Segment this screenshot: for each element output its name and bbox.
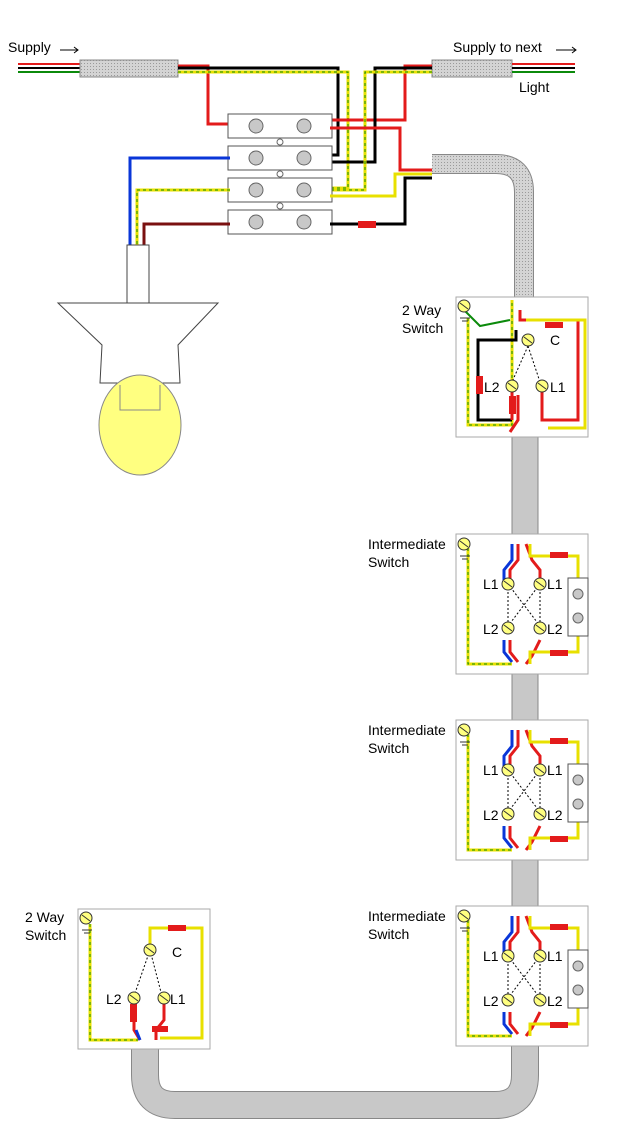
intermediate-switch-2: L1 L1 L2 L2 bbox=[455, 719, 589, 861]
terminal-l1-left: L1 bbox=[483, 576, 499, 592]
terminal-l2-left: L2 bbox=[483, 993, 499, 1009]
earth-terminal-icon bbox=[457, 299, 471, 313]
intermediate-3-label-line1: Intermediate bbox=[368, 908, 446, 924]
switch-drop-wires bbox=[330, 126, 432, 228]
cable-bottom-loop bbox=[131, 1040, 539, 1119]
intermediate-2-label-line2: Switch bbox=[368, 740, 409, 756]
terminal-l2-right: L2 bbox=[547, 621, 563, 637]
supply-next-arrow-icon bbox=[556, 46, 577, 54]
terminal-l2-label: L2 bbox=[484, 379, 500, 395]
terminal-l1-left: L1 bbox=[483, 762, 499, 778]
cable-segment-2 bbox=[511, 667, 539, 727]
terminal-l1-right: L1 bbox=[547, 948, 563, 964]
terminal-l2-right: L2 bbox=[547, 807, 563, 823]
terminal-l1-right: L1 bbox=[547, 762, 563, 778]
screw-terminal-l1 bbox=[535, 379, 549, 393]
terminal-l2-label-bottom: L2 bbox=[106, 991, 122, 1007]
intermediate-switch-1: L1 L1 L2 L2 bbox=[455, 533, 589, 675]
terminal-c-label: C bbox=[550, 332, 560, 348]
intermediate-1-label-line2: Switch bbox=[368, 554, 409, 570]
light-label: Light bbox=[519, 79, 549, 95]
intermediate-1-label-line1: Intermediate bbox=[368, 536, 446, 552]
terminal-l1-label: L1 bbox=[550, 379, 566, 395]
supply-cable bbox=[18, 59, 179, 78]
two-way-switch-top: C L2 L1 bbox=[455, 296, 589, 438]
cable-to-top-switch bbox=[432, 154, 534, 300]
terminal-l2-left: L2 bbox=[483, 621, 499, 637]
cable-segment-1 bbox=[511, 433, 539, 541]
screw-terminal-c bbox=[521, 333, 535, 347]
switch-bottom-label-line1: 2 Way bbox=[25, 909, 64, 925]
terminal-c-label-bottom: C bbox=[172, 944, 182, 960]
lamp-flex bbox=[128, 156, 230, 245]
cable-segment-3 bbox=[511, 853, 539, 913]
light-bulb bbox=[56, 244, 220, 476]
intermediate-3-label-line2: Switch bbox=[368, 926, 409, 942]
terminal-l2-left: L2 bbox=[483, 807, 499, 823]
intermediate-2-label-line1: Intermediate bbox=[368, 722, 446, 738]
two-way-switch-bottom: C L2 L1 bbox=[77, 908, 211, 1050]
supply-arrow-icon bbox=[60, 46, 79, 54]
supply-next-label: Supply to next bbox=[453, 39, 542, 55]
supply-next-cable bbox=[431, 59, 575, 78]
terminal-l1-left: L1 bbox=[483, 948, 499, 964]
supply-label: Supply bbox=[8, 39, 51, 55]
screw-terminal-l2 bbox=[505, 379, 519, 393]
supply-wires bbox=[178, 64, 432, 192]
terminal-l1-label-bottom: L1 bbox=[170, 991, 186, 1007]
connector-block bbox=[227, 113, 333, 235]
earth-terminal-icon bbox=[79, 911, 93, 925]
switch-top-label-line2: Switch bbox=[402, 320, 443, 336]
switch-top-label-line1: 2 Way bbox=[402, 302, 441, 318]
intermediate-switch-3: L1 L1 L2 L2 bbox=[455, 905, 589, 1047]
terminal-l1-right: L1 bbox=[547, 576, 563, 592]
switch-bottom-label-line2: Switch bbox=[25, 927, 66, 943]
terminal-l2-right: L2 bbox=[547, 993, 563, 1009]
